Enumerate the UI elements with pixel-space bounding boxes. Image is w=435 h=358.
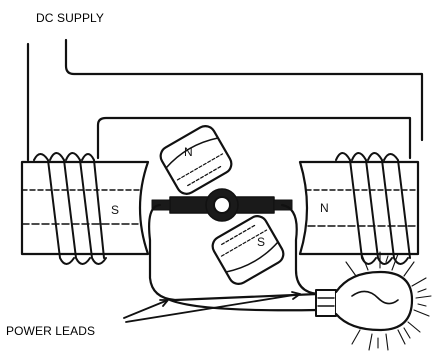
left-pole-letter: S — [111, 203, 119, 217]
rotor-bottom-pole-letter: S — [257, 235, 265, 249]
light-bulb — [316, 272, 412, 330]
rotor-lower-magnet — [209, 213, 287, 288]
rotor-top-pole-letter: N — [184, 145, 193, 159]
right-pole-letter: N — [320, 201, 329, 215]
rotor-upper-magnet — [157, 122, 235, 197]
dc-supply-wires — [28, 40, 422, 160]
rotor-armature — [152, 122, 292, 287]
